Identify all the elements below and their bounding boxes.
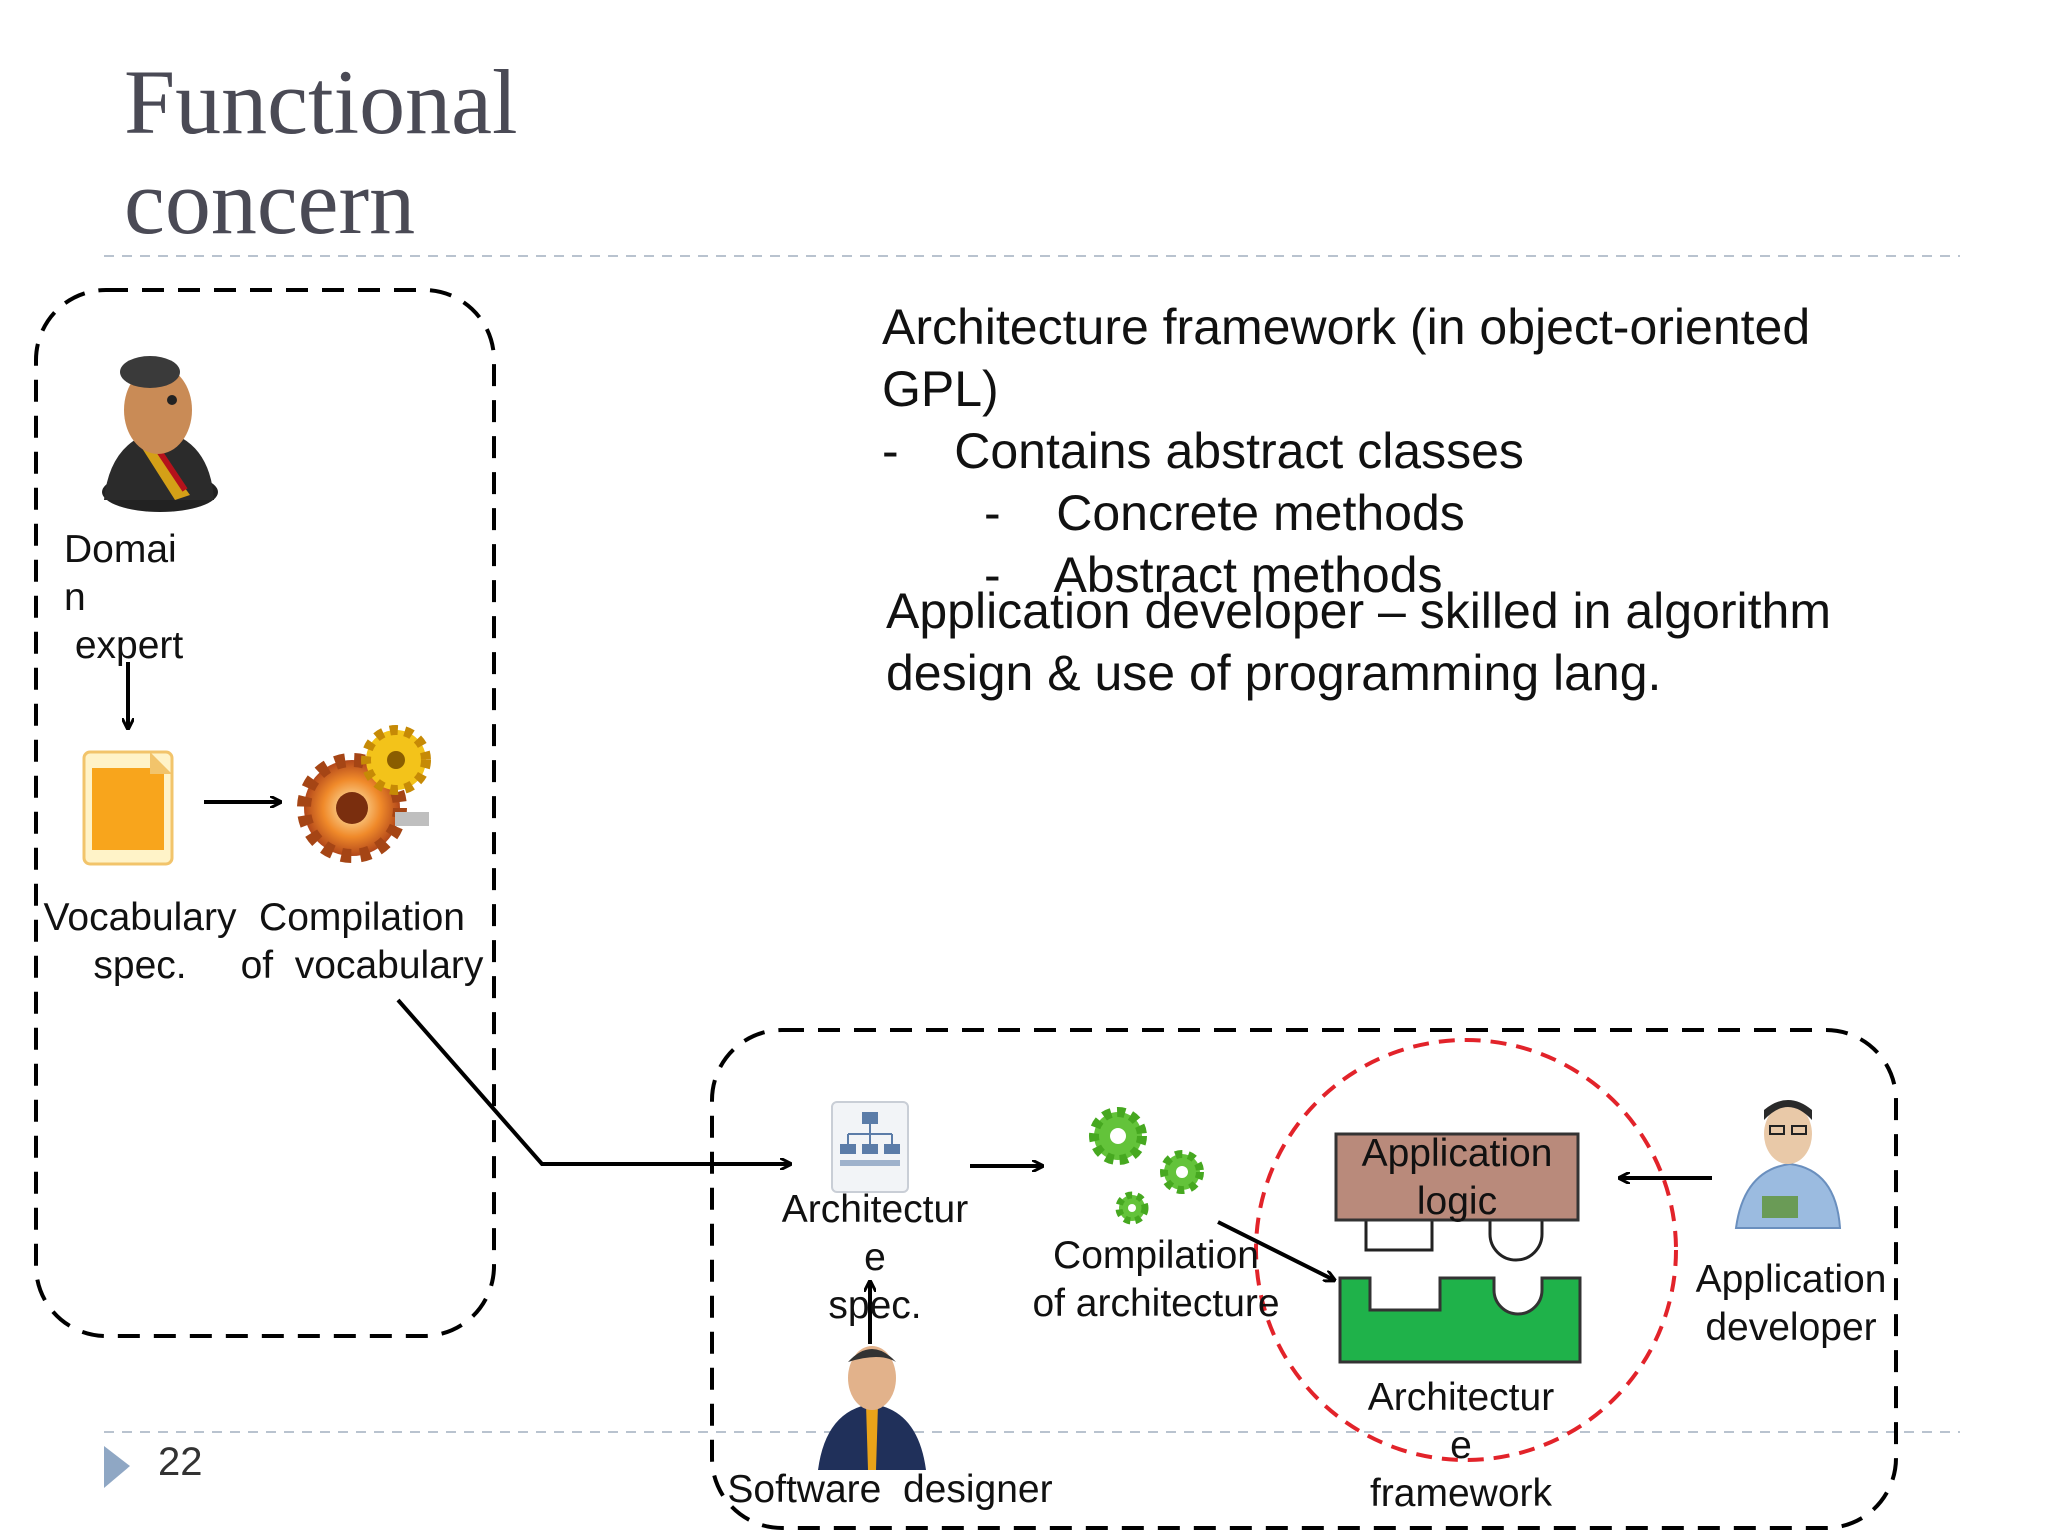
app-developer-desc-1: Application developer – skilled in algor… bbox=[886, 583, 1831, 639]
gears-orange-icon bbox=[297, 725, 431, 863]
label-compilation-architecture: Compilation of architecture bbox=[1032, 1234, 1280, 1325]
bullet-abstract-classes: - Contains abstract classes bbox=[882, 423, 1524, 479]
label-architecture-framework: Architectur e framework bbox=[1367, 1376, 1555, 1515]
label-software-designer: Software designer bbox=[727, 1468, 1053, 1511]
label-domain-expert: Domai n expert bbox=[64, 528, 184, 667]
arrow-vocab-to-arch-spec bbox=[396, 998, 790, 1164]
label-architecture-spec: Architectur e spec. bbox=[781, 1188, 969, 1327]
page-number: 22 bbox=[158, 1440, 203, 1484]
document-icon bbox=[82, 750, 174, 866]
bullet-abstract-methods: - Abstract methods bbox=[984, 547, 1443, 603]
architecture-container bbox=[710, 1028, 1898, 1530]
label-compilation-vocabulary: Compilation of vocabulary bbox=[240, 896, 484, 987]
person-domain-expert-icon bbox=[102, 356, 218, 512]
label-application-developer: Application developer bbox=[1695, 1258, 1887, 1349]
gears-green-icon bbox=[1089, 1107, 1204, 1225]
person-designer-icon bbox=[818, 1346, 926, 1470]
architecture-framework-block bbox=[1338, 1276, 1582, 1364]
arrow-compilation-to-framework bbox=[1217, 1220, 1334, 1280]
bullet-concrete-methods: - Concrete methods bbox=[984, 485, 1465, 541]
app-developer-desc-2: design & use of programming lang. bbox=[886, 645, 1662, 701]
slide-marker-icon bbox=[104, 1446, 130, 1488]
person-developer-icon bbox=[1734, 1100, 1842, 1229]
hierarchy-doc-icon bbox=[831, 1101, 909, 1193]
label-vocabulary-spec: Vocabulary spec. bbox=[43, 896, 237, 987]
framework-heading-cont: GPL) bbox=[882, 361, 999, 417]
focus-circle bbox=[1254, 1038, 1678, 1462]
domain-container bbox=[34, 288, 496, 1338]
label-application-logic: Application logic bbox=[1361, 1132, 1553, 1223]
slide-title: Functional concern bbox=[124, 51, 518, 253]
framework-heading: Architecture framework (in object-orient… bbox=[882, 299, 1811, 355]
application-logic-block bbox=[1334, 1132, 1580, 1262]
